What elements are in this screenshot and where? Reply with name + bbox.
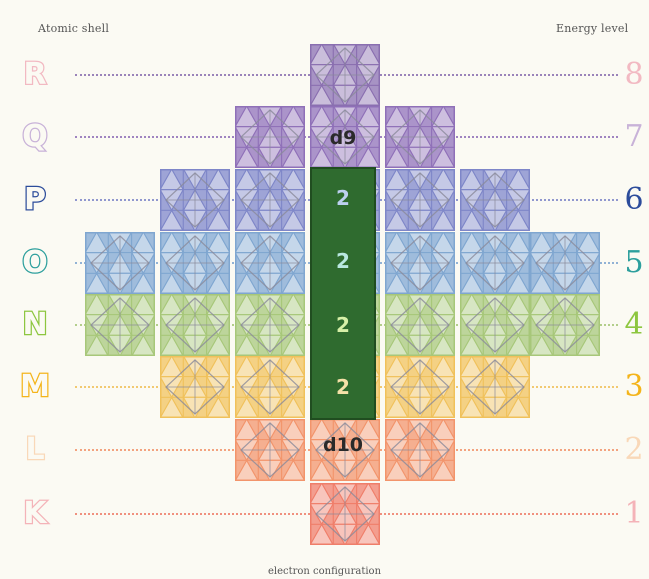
orbital-block-o-1	[160, 232, 230, 294]
orbital-block-m-2	[235, 356, 305, 418]
orbital-block-p-4	[385, 169, 455, 231]
core-label-n: 2	[336, 313, 350, 337]
electron-configuration-caption: electron configuration	[267, 566, 382, 577]
d10-label: d10	[322, 434, 364, 456]
energy-level-6: 6	[624, 182, 644, 217]
orbital-block-p-1	[160, 169, 230, 231]
orbital-block-n-4	[385, 294, 455, 356]
orbital-block-p-2	[235, 169, 305, 231]
orbital-block-q-3	[310, 106, 380, 168]
orbital-block-o-0	[85, 232, 155, 294]
s-orbital-core-column	[310, 167, 376, 420]
orbital-block-n-2	[235, 294, 305, 356]
shell-letter-o: O	[21, 245, 49, 280]
shell-letter-p: P	[23, 182, 48, 217]
orbital-block-k-3	[310, 483, 380, 545]
orbital-block-q-2	[235, 106, 305, 168]
orbital-block-p-5	[460, 169, 530, 231]
orbital-block-n-0	[85, 294, 155, 356]
orbital-block-l-2	[235, 419, 305, 481]
core-label-p: 2	[336, 186, 350, 210]
energy-level-1: 1	[624, 496, 644, 531]
orbital-block-m-4	[385, 356, 455, 418]
energy-level-4: 4	[624, 307, 644, 342]
orbital-block-n-5	[460, 294, 530, 356]
shell-letter-k: K	[22, 496, 48, 531]
orbital-block-n-6	[530, 294, 600, 356]
shell-letter-l: L	[24, 432, 46, 467]
shell-letter-n: N	[21, 307, 49, 342]
d9-label: d9	[329, 127, 357, 149]
energy-level-3: 3	[624, 369, 644, 404]
energy-level-2: 2	[624, 432, 644, 467]
orbital-block-o-6	[530, 232, 600, 294]
shell-letter-m: M	[19, 369, 51, 404]
orbital-block-l-4	[385, 419, 455, 481]
energy-level-header: Energy level	[556, 22, 629, 35]
orbital-block-m-1	[160, 356, 230, 418]
energy-level-7: 7	[624, 119, 644, 154]
orbital-block-q-4	[385, 106, 455, 168]
orbital-block-o-2	[235, 232, 305, 294]
orbital-block-o-4	[385, 232, 455, 294]
energy-level-5: 5	[624, 245, 644, 280]
shell-letter-r: R	[22, 57, 48, 92]
orbital-block-m-5	[460, 356, 530, 418]
orbital-block-o-5	[460, 232, 530, 294]
orbital-block-n-1	[160, 294, 230, 356]
energy-level-8: 8	[624, 57, 644, 92]
shell-letter-q: Q	[21, 119, 49, 154]
core-label-m: 2	[336, 375, 350, 399]
core-label-o: 2	[336, 249, 350, 273]
orbital-block-l-3	[310, 419, 380, 481]
atomic-shell-header: Atomic shell	[38, 22, 110, 35]
orbital-block-r-3	[310, 44, 380, 106]
